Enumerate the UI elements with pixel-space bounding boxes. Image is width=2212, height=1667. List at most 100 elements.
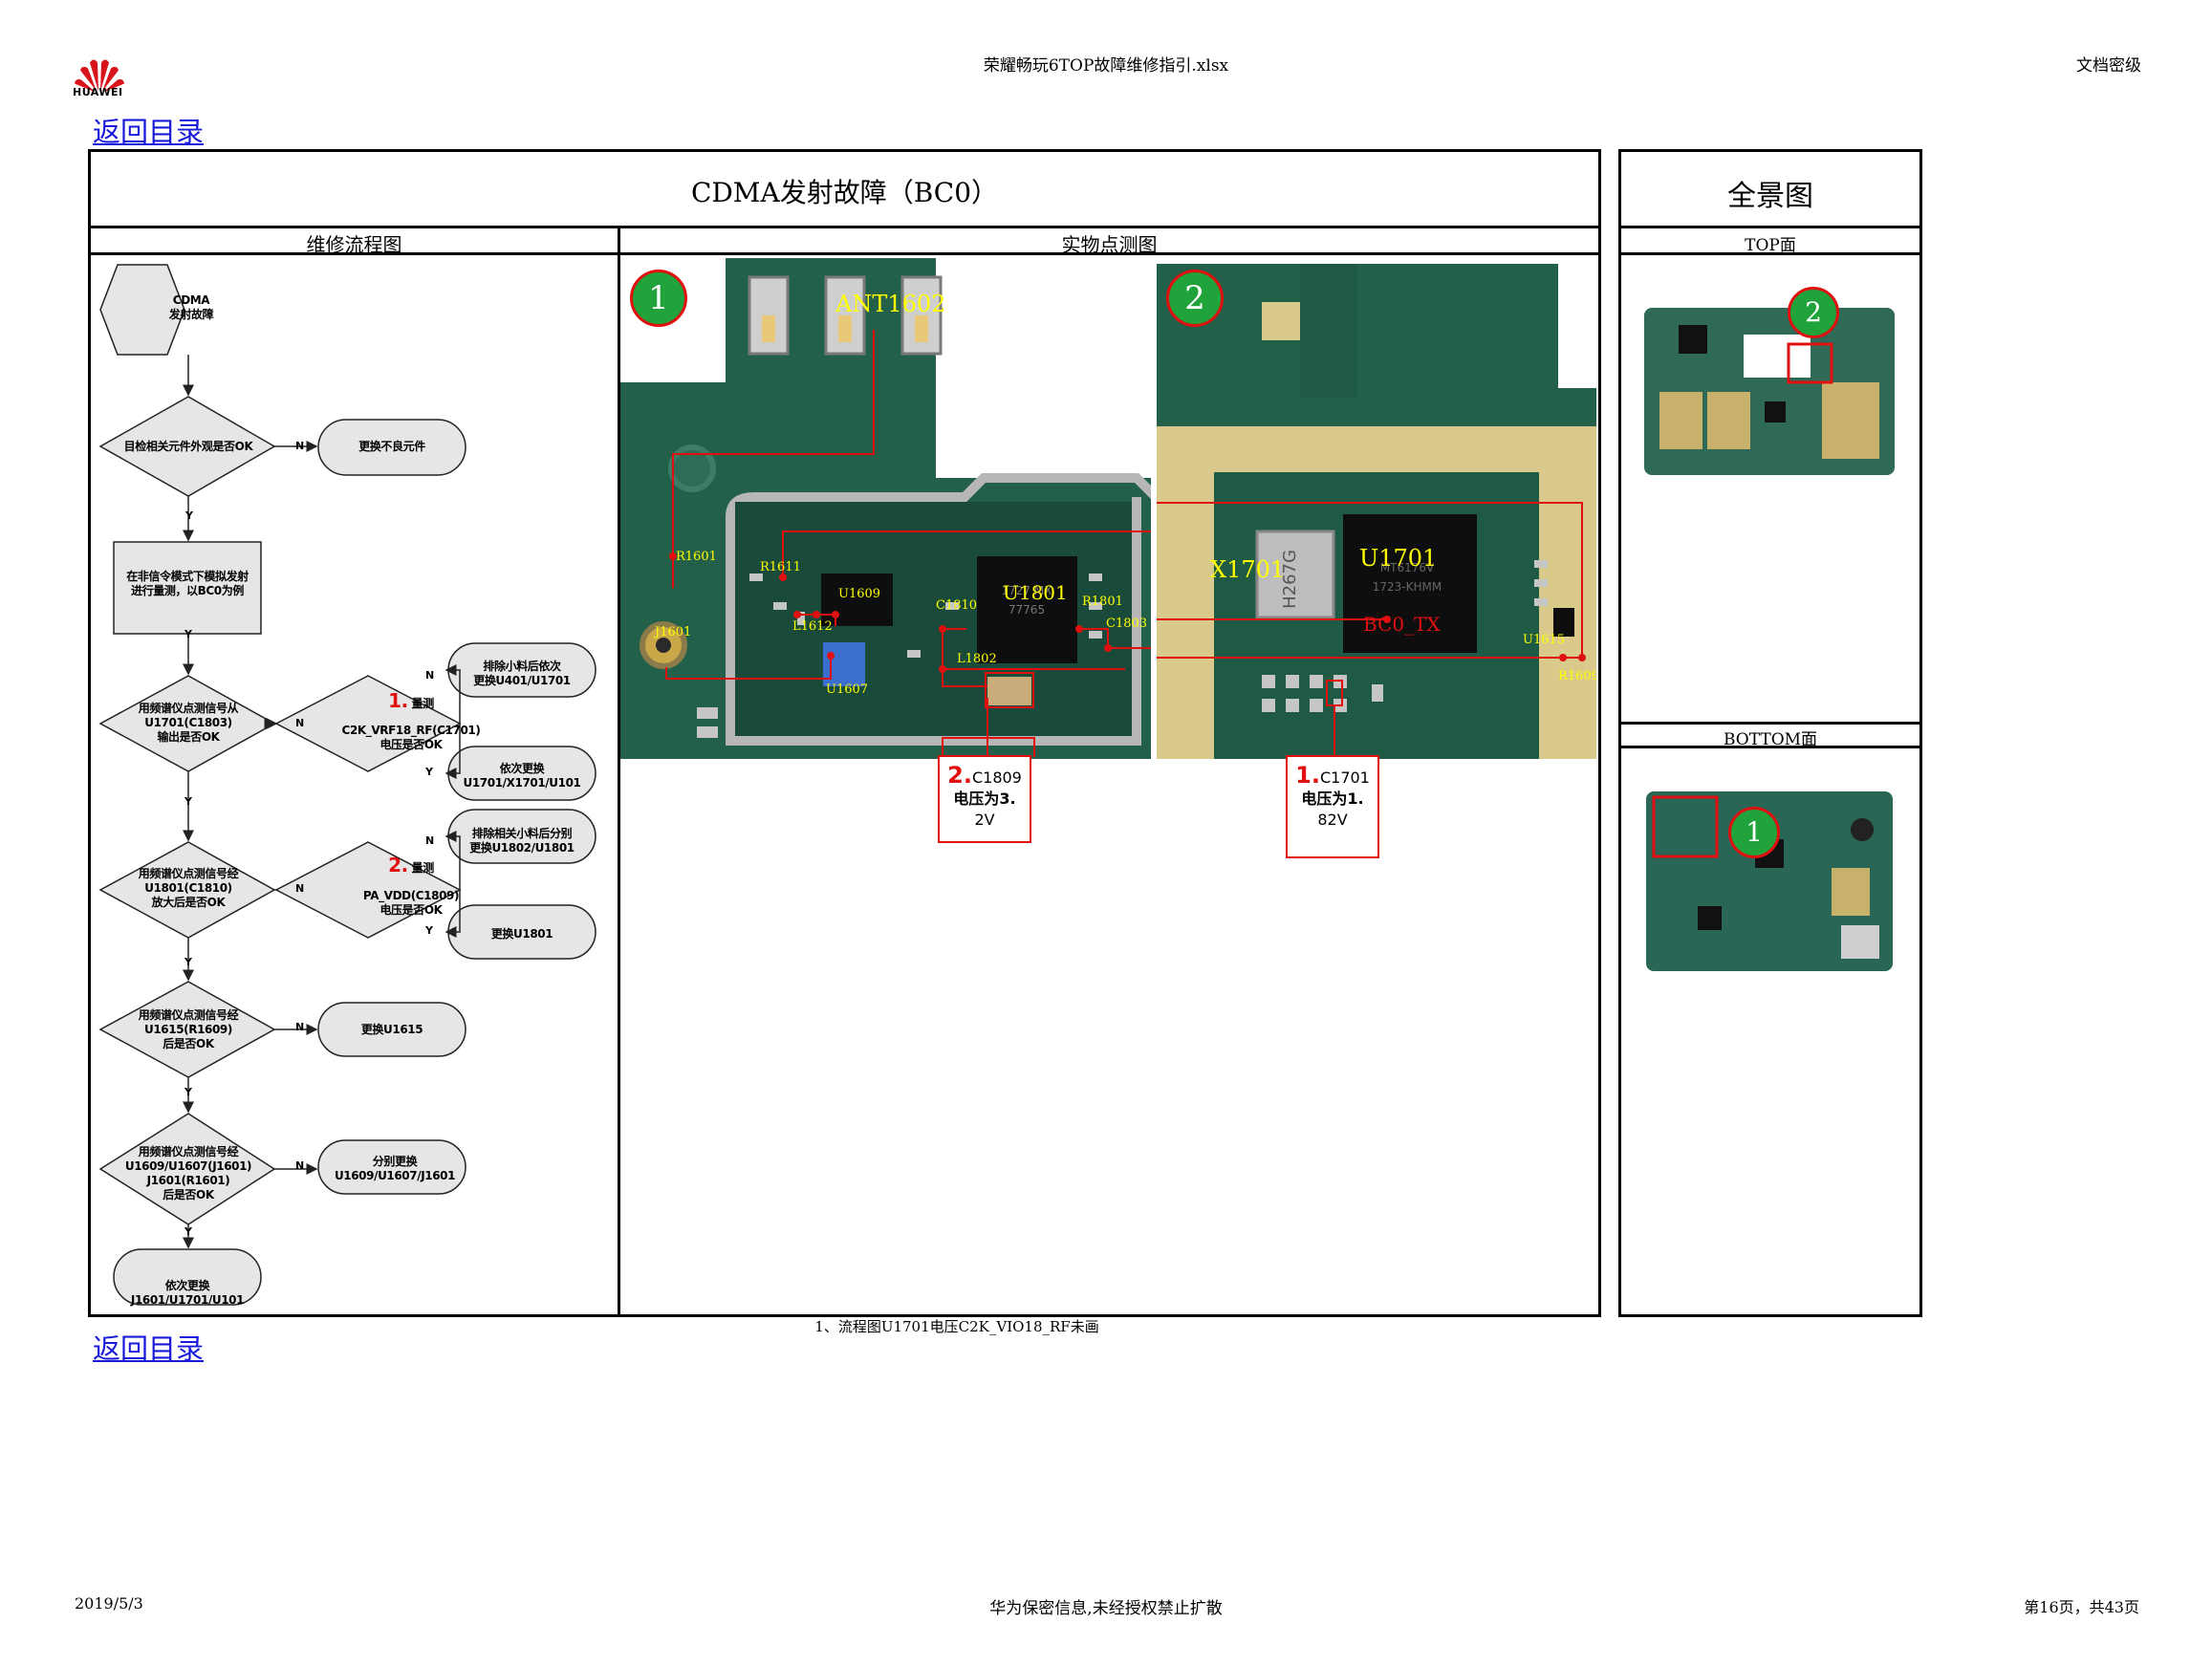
r1601-label: R1601 — [676, 550, 717, 564]
note-text-content: 1、流程图U1701电压C2K_VIO18_RF未画 — [814, 1318, 1099, 1335]
overview-badge-1: 1 — [1728, 807, 1780, 858]
callout-c1809-voltage-value: 2V — [974, 811, 995, 829]
footer-confidential: 华为保密信息,未经授权禁止扩散 — [989, 1599, 1223, 1618]
flow-yes-label: Y — [185, 509, 193, 522]
main-panel — [88, 149, 1601, 1317]
c1810-label: C1810 — [936, 598, 978, 613]
pcb-photo-1: 1727 MX 77765 — [620, 258, 1151, 759]
pcb-photo-1-drawing: 1727 MX 77765 — [620, 258, 1151, 759]
u1615-label: U1615 — [1523, 633, 1566, 647]
flow-a3n-text: 排除相关小料后分别 更换U1802/U1801 — [469, 827, 575, 855]
divider — [88, 252, 1601, 255]
chip-mark: 77765 — [1008, 603, 1045, 617]
divider — [618, 226, 620, 1317]
huawei-logo-icon — [75, 59, 124, 93]
step-badge-2: 2 — [1166, 270, 1224, 327]
callout-c1701-part: C1701 — [1319, 769, 1370, 787]
process-simulate-tx — [113, 541, 262, 635]
callout-c1809-num: 2. — [947, 762, 972, 789]
flow-no-label: N — [295, 440, 305, 452]
flow-a3y-text: 更换U1801 — [490, 927, 553, 941]
board-bottom-photo: 1 — [1640, 782, 1898, 973]
board-top-photo: 2 — [1640, 287, 1898, 478]
board-top-drawing — [1644, 308, 1895, 475]
footer-date: 2019/5/3 — [75, 1594, 143, 1613]
terminal-replace-u1615 — [317, 1002, 466, 1057]
terminal-replace-parts — [317, 419, 466, 476]
flow-no-label: N — [295, 1159, 305, 1172]
flow-q2-text: 用频谱仪点测信号从 U1701(C1803) 输出是否OK — [138, 702, 239, 744]
flow-q2b-text: C2K_VRF18_RF(C1701) 电压是否OK — [341, 724, 481, 751]
flow-yes-label: Y — [184, 628, 192, 640]
flow-yes-label: Y — [184, 956, 192, 968]
flow-a2y-text: 依次更换 U1701/X1701/U101 — [463, 762, 581, 790]
pcb-photo-2-drawing: H267G MT6176V 1723-KHMM — [1157, 264, 1596, 759]
back-to-contents-link-top[interactable]: 返回目录 — [93, 116, 205, 148]
c1803-label: C1803 — [1106, 617, 1148, 631]
flow-yes-label: Y — [425, 766, 433, 778]
flow-end-text: 依次更换 J1601/U1701/U101 — [130, 1279, 245, 1307]
flow-no-label: N — [295, 717, 305, 729]
l1612-label: L1612 — [792, 619, 833, 634]
flow-q3b-title-text: 量测 — [411, 861, 435, 875]
j1601-label: J1601 — [655, 625, 692, 639]
flow-q1-text: 目检相关元件外观是否OK — [123, 440, 253, 453]
document-file-title: 荣耀畅玩6TOP故障维修指引.xlsx — [983, 56, 1229, 76]
crystal-mark: H267G — [1280, 550, 1300, 609]
callout-c1809-voltage: 2.C1809 电压为3. 2V — [938, 755, 1031, 843]
chip-mark: 1727 MX — [1002, 584, 1052, 597]
flow-yes-label: Y — [425, 924, 433, 937]
flow-q2b-num: 1. — [388, 689, 408, 712]
repair-flowchart — [98, 264, 596, 1306]
document-classification: 文档密级 — [2076, 56, 2141, 76]
flow-no-label: N — [425, 834, 435, 847]
divider — [1618, 226, 1922, 228]
u1607-label: U1607 — [826, 682, 869, 697]
flow-q3b-title: 2. 量测 — [339, 855, 483, 876]
r1801-label: R1801 — [1082, 595, 1123, 609]
u1701-label: U1701 — [1359, 545, 1438, 572]
callout-c1701-voltage-text: 电压为1. — [1301, 790, 1364, 808]
logo-wordmark: HUAWEI — [73, 86, 123, 98]
decision-c1809-voltage — [274, 841, 462, 939]
page-title: CDMA发射故障（BC0） — [690, 177, 999, 208]
callout-c1701-voltage-value: 82V — [1317, 811, 1348, 829]
u1609-label: U1609 — [838, 587, 881, 601]
board-bottom-drawing — [1646, 791, 1893, 971]
flow-no-label: N — [425, 669, 435, 682]
overview-panel — [1618, 149, 1922, 1317]
divider — [1618, 722, 1922, 725]
divider — [1618, 252, 1922, 255]
bottom-side-label: BOTTOM面 — [1723, 730, 1818, 749]
u1801-label: U1801 — [1003, 581, 1068, 604]
flow-q3-text: 用频谱仪点测信号经 U1801(C1810) 放大后是否OK — [138, 867, 239, 909]
flow-a4-text: 更换U1615 — [360, 1023, 423, 1036]
flow-yes-label: Y — [184, 1225, 192, 1238]
divider — [1618, 746, 1922, 748]
flow-q5-text: 用频谱仪点测信号经 U1609/U1607(J1601) J1601(R1601… — [124, 1145, 252, 1202]
back-to-contents-link-bottom[interactable]: 返回目录 — [93, 1332, 205, 1365]
flow-no-label: N — [295, 882, 305, 895]
flow-yes-label: Y — [184, 1086, 192, 1098]
start-hexagon — [99, 264, 185, 356]
callout-c1809-part: C1809 — [971, 769, 1022, 787]
flow-no-label: N — [295, 1021, 305, 1033]
flow-q2b-title: 1. 量测 — [339, 691, 483, 711]
overview-badge-2: 2 — [1788, 287, 1839, 338]
step-badge-1: 1 — [630, 270, 687, 327]
r1611-label: R1611 — [760, 560, 801, 574]
flow-a2n-text: 排除小料后依次 更换U401/U1701 — [473, 660, 571, 687]
flow-step1-text: 在非信令模式下模拟发射 进行量测，以BC0为例 — [126, 570, 249, 597]
photo-heading: 实物点测图 — [1061, 233, 1158, 256]
flow-a5-text: 分别更换 U1609/U1607/J1601 — [334, 1155, 456, 1182]
flow-q3b-num: 2. — [388, 854, 408, 877]
callout-c1701-voltage: 1.C1701 电压为1. 82V — [1286, 755, 1379, 858]
footer-page-number: 第16页，共43页 — [2024, 1598, 2139, 1616]
flow-yes-label: Y — [184, 795, 192, 808]
top-side-label: TOP面 — [1745, 236, 1796, 255]
divider — [88, 226, 1601, 228]
callout-c1809-voltage-text: 电压为3. — [953, 790, 1016, 808]
l1802-label: L1802 — [957, 652, 997, 666]
callout-c1701-num: 1. — [1295, 762, 1320, 789]
ant1602-label: ANT1602 — [835, 291, 946, 317]
